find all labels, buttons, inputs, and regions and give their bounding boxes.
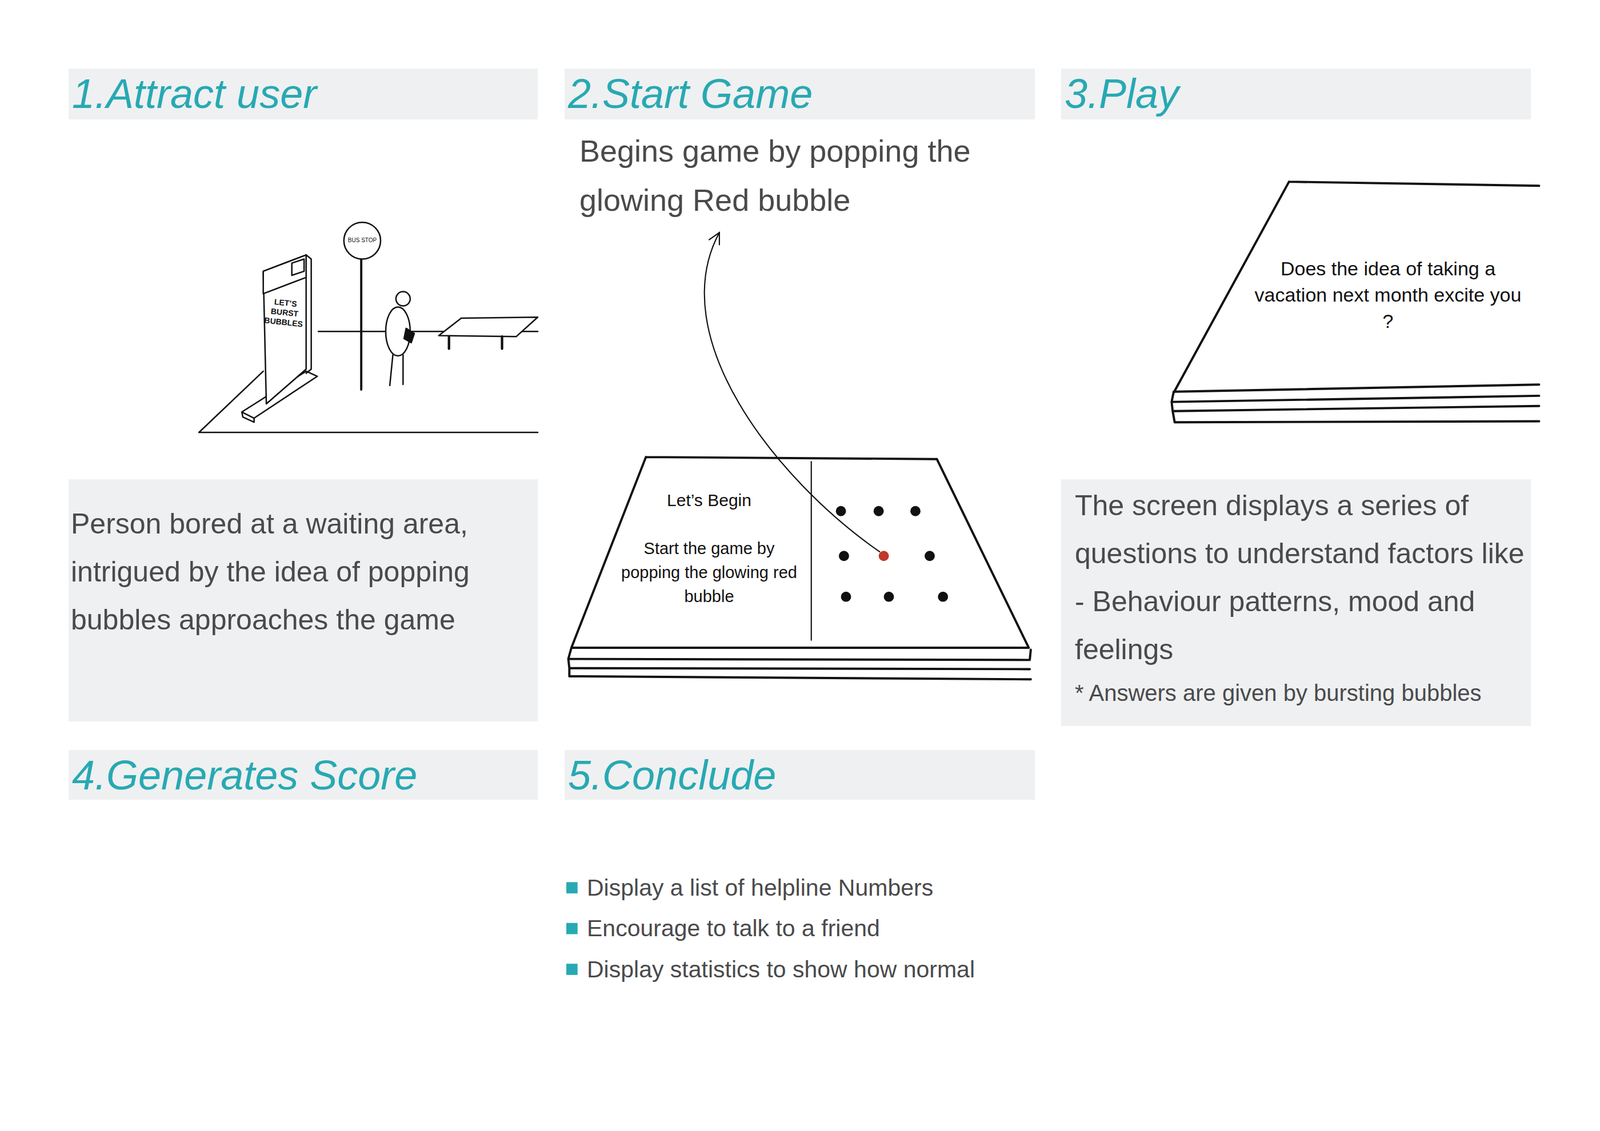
bullet-square <box>566 882 578 894</box>
person-legs <box>389 354 403 386</box>
bench-legs <box>449 336 503 349</box>
screen-text: Does the idea of taking a vacation next … <box>1250 255 1526 335</box>
step-heading: 2.Start Game <box>564 68 1035 120</box>
bullet-item: Display a list of helpline Numbers <box>586 873 1102 903</box>
annotation: Begins game by popping the glowing Red b… <box>579 126 1048 225</box>
sign-text: LET’S BURST BUBBLES <box>263 296 307 330</box>
question-screen: Does the idea of taking a vacation next … <box>1168 177 1542 429</box>
step-heading: 3.Play <box>1061 68 1531 120</box>
note-text: * Answers are given by bursting bubbles <box>1074 676 1526 711</box>
red-bubble <box>878 550 890 562</box>
description-box: Person bored at a waiting area, intrigue… <box>68 479 538 722</box>
step-heading: 5.Conclude <box>564 750 1035 800</box>
heading-text: 2.Start Game <box>564 68 1035 120</box>
kiosk-board <box>306 254 312 374</box>
ground-line <box>198 432 538 434</box>
heading-text: 3.Play <box>1061 68 1531 120</box>
heading-text: 4.Generates Score <box>68 750 538 800</box>
screen-divider <box>810 461 812 641</box>
screen-outline <box>568 457 1031 680</box>
person-bag <box>404 328 415 343</box>
ground-line <box>198 371 264 433</box>
step-heading: 4.Generates Score <box>68 750 538 800</box>
kiosk-header <box>263 254 307 294</box>
kiosk-base <box>241 412 254 423</box>
game-screen: Let’s BeginStart the game by popping the… <box>566 453 1035 686</box>
bullet-item: Display statistics to show how normal <box>586 955 1102 984</box>
person-head <box>396 292 411 307</box>
arrow-head <box>709 232 720 245</box>
bullet-square <box>566 964 578 976</box>
sign-text: BUS STOP <box>339 236 386 245</box>
bus-stop-pole <box>360 258 363 390</box>
bench-top <box>438 317 538 337</box>
heading-text: 5.Conclude <box>564 750 1035 800</box>
kiosk-board <box>263 254 307 404</box>
bullet-squares <box>566 882 578 975</box>
step-heading: 1.Attract user <box>68 68 538 120</box>
screen-text: Let’s Begin <box>614 488 804 513</box>
screen-text: Start the game by popping the glowing re… <box>614 536 804 609</box>
kiosk-header <box>292 258 304 276</box>
body-text: Person bored at a waiting area, intrigue… <box>70 500 532 644</box>
bullet-square <box>566 923 578 935</box>
heading-text: 1.Attract user <box>68 68 538 120</box>
body-text: The screen displays a series of question… <box>1074 481 1526 674</box>
bubble-dots <box>836 506 949 603</box>
bus-stop-scene <box>198 222 538 433</box>
bullet-item: Encourage to talk to a friend <box>586 914 1102 943</box>
description-box: The screen displays a series of question… <box>1061 479 1531 727</box>
screen-outline <box>1171 181 1539 423</box>
